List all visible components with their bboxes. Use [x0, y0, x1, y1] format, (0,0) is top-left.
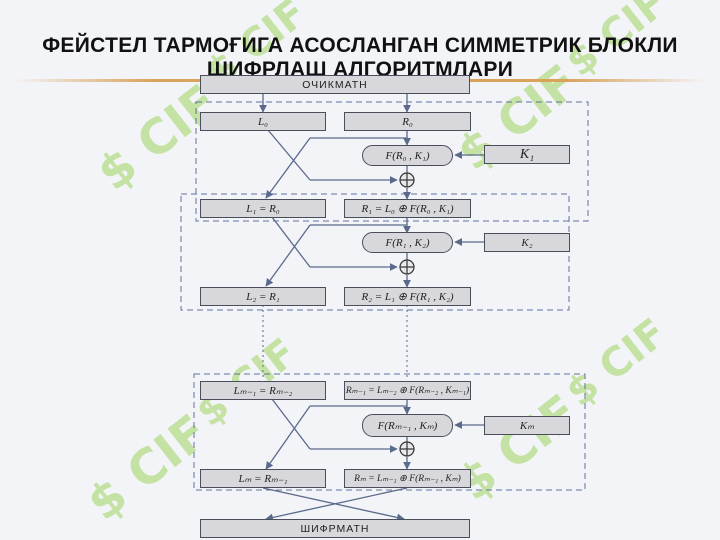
lm-1-label: Lₘ₋₁ = Rₘ₋₂	[233, 385, 293, 397]
plaintext-box: ОЧИКМАТН	[200, 75, 470, 94]
ciphertext-box: ШИФРМАТН	[200, 519, 470, 538]
rm-1-label: Rₘ₋₁ = Lₘ₋₂ ⊕ F(Rₘ₋₂ , Kₘ₋₁)	[345, 386, 470, 396]
l2-box: L₂ = R₁	[200, 287, 326, 306]
lm-box: Lₘ = Rₘ₋₁	[200, 469, 326, 488]
rm-1-box: Rₘ₋₁ = Lₘ₋₂ ⊕ F(Rₘ₋₂ , Kₘ₋₁)	[344, 381, 471, 400]
page-title: ФЕЙСТЕЛ ТАРМОҒИГА АСОСЛАНГАН СИММЕТРИК Б…	[42, 34, 678, 57]
r0-box: R₀	[344, 112, 471, 131]
key-1-label: K₁	[519, 146, 535, 162]
r2-box: R₂ = L₁ ⊕ F(R₁ , K₂)	[344, 287, 471, 306]
f-function-2-label: F(R₁ , K₂)	[385, 236, 430, 249]
f-function-m-label: F(Rₘ₋₁ , Kₘ)	[377, 420, 438, 432]
round-2-frame	[180, 193, 570, 311]
key-m-label: Kₘ	[519, 420, 535, 432]
r1-box: R₁ = L₀ ⊕ F(R₀ , K₁)	[344, 199, 471, 218]
xor-icon	[399, 172, 415, 188]
f-function-1-label: F(R₀ , K₁)	[385, 149, 430, 162]
round-m-frame	[193, 373, 586, 491]
l0-label: L₀	[258, 115, 268, 128]
l0-box: L₀	[200, 112, 326, 131]
key-m-box: Kₘ	[484, 416, 570, 435]
lm-label: Lₘ = Rₘ₋₁	[238, 473, 288, 485]
f-function-2: F(R₁ , K₂)	[362, 232, 453, 253]
plaintext-label: ОЧИКМАТН	[302, 78, 368, 91]
f-function-m: F(Rₘ₋₁ , Kₘ)	[362, 414, 453, 437]
key-2-box: K₂	[484, 233, 570, 252]
xor-icon	[399, 441, 415, 457]
r2-label: R₂ = L₁ ⊕ F(R₁ , K₂)	[361, 291, 454, 303]
xor-icon	[399, 259, 415, 275]
round-1-frame	[195, 101, 589, 222]
l2-label: L₂ = R₁	[246, 290, 280, 303]
r1-label: R₁ = L₀ ⊕ F(R₀ , K₁)	[361, 203, 454, 215]
key-2-label: K₂	[521, 236, 533, 249]
l1-label: L₁ = R₀	[246, 202, 280, 215]
l1-box: L₁ = R₀	[200, 199, 326, 218]
rm-box: Rₘ = Lₘ₋₁ ⊕ F(Rₘ₋₁ , Kₘ)	[344, 469, 471, 488]
ciphertext-label: ШИФРМАТН	[300, 522, 370, 535]
rm-label: Rₘ = Lₘ₋₁ ⊕ F(Rₘ₋₁ , Kₘ)	[354, 474, 461, 484]
lm-1-box: Lₘ₋₁ = Rₘ₋₂	[200, 381, 326, 400]
key-1-box: K₁	[484, 145, 570, 164]
f-function-1: F(R₀ , K₁)	[362, 145, 453, 166]
r0-label: R₀	[402, 115, 413, 128]
